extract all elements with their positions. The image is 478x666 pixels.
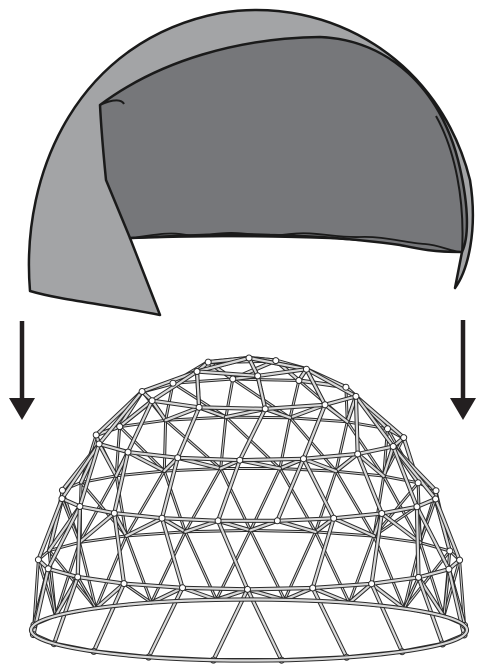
dome-hub [390,444,396,450]
dome-hub [273,358,279,364]
dome-hub [296,378,302,384]
dome-hub [93,432,99,438]
dome-strut [258,369,307,376]
dome-hub [415,480,421,486]
dome-hub [446,566,452,572]
dome-hub [159,515,165,521]
dome-strut [78,577,124,584]
dome-strut [152,401,199,408]
dome-hub [303,366,309,372]
dome-hub [433,496,439,502]
dome-hub [322,402,328,408]
dome-hub [245,586,251,592]
geodesic-dome-frame [30,355,467,663]
dome-strut [226,379,233,417]
dome-hub [401,435,407,441]
dome-strut [240,459,304,460]
dome-strut [325,396,356,404]
dome-hub [59,496,65,502]
dome-hub [180,585,186,591]
dome-hub [139,389,145,395]
right-down-arrow-head [450,398,476,420]
dome-hub [385,426,391,432]
dome-hub [125,449,131,455]
dome-hub [205,359,211,365]
dome-hub [331,515,337,521]
dome-strut [393,447,435,500]
dome-hub [117,424,123,430]
dome-hub [59,487,65,493]
dome-hub [262,406,268,412]
dome-hub [379,511,385,517]
dome-hub [237,457,243,463]
dome-hub [77,504,83,510]
dome-hub [121,581,127,587]
arrow-group [9,320,476,420]
dome-base-ring [31,599,467,660]
dome-hub [215,518,221,524]
dome-strut [94,584,124,652]
dome-strut [248,588,313,589]
right-down-arrow [450,320,476,420]
dome-hub [457,557,463,563]
dome-hub [96,441,102,447]
dome-cover [29,10,473,315]
dome-hub [111,510,117,516]
left-down-arrow [9,321,35,420]
dome-strut [290,381,299,418]
dome-hub [175,455,181,461]
dome-hub [170,380,176,386]
dome-hub [35,557,41,563]
dome-hub [369,581,375,587]
dome-hub [343,384,349,390]
dome-hub [433,488,439,494]
dome-hub [353,393,359,399]
dome-hub [310,585,316,591]
dome-hub [416,574,422,580]
dome-hub [230,376,236,382]
dome-hub [149,398,155,404]
dome-hub [355,451,361,457]
dome-hub [246,355,252,361]
dome-hub [75,574,81,580]
dome-strut [199,407,265,409]
dome-hub [274,518,280,524]
dome-hub [45,566,51,572]
left-down-arrow-head [9,398,35,420]
dome-hub [301,456,307,462]
dome-hub [414,504,420,510]
dome-hub [255,373,261,379]
dome-hub [196,404,202,410]
dome-hub [194,369,200,375]
dome-hub [447,548,453,554]
